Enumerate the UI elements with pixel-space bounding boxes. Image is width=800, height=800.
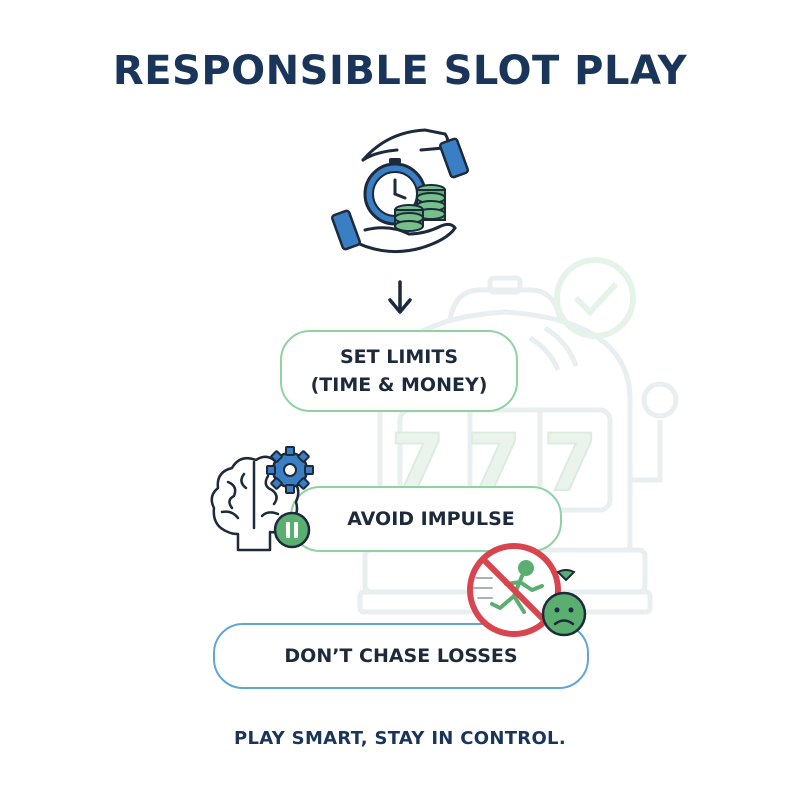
slot-machine-icon: 777 <box>357 257 679 615</box>
step-avoid-impulse: AVOID IMPULSE <box>290 486 562 552</box>
step-set-limits-line1: SET LIMITS <box>339 346 459 368</box>
brain-gear-pause-icon <box>210 446 314 552</box>
step-avoid-impulse-label: AVOID IMPULSE <box>347 508 515 530</box>
down-arrow-icon <box>388 280 412 314</box>
hands-clock-coins-icon <box>330 128 470 254</box>
page-title: RESPONSIBLE SLOT PLAY <box>112 48 688 94</box>
step-set-limits: SET LIMITS (TIME & MONEY) <box>280 330 518 412</box>
step-set-limits-line2: (TIME & MONEY) <box>310 374 488 396</box>
background-reel-text: 777 <box>391 419 620 509</box>
no-chase-icon <box>467 543 587 637</box>
step-dont-chase-losses-label: DON’T CHASE LOSSES <box>284 645 518 667</box>
footer-tagline: PLAY SMART, STAY IN CONTROL. <box>234 728 566 749</box>
